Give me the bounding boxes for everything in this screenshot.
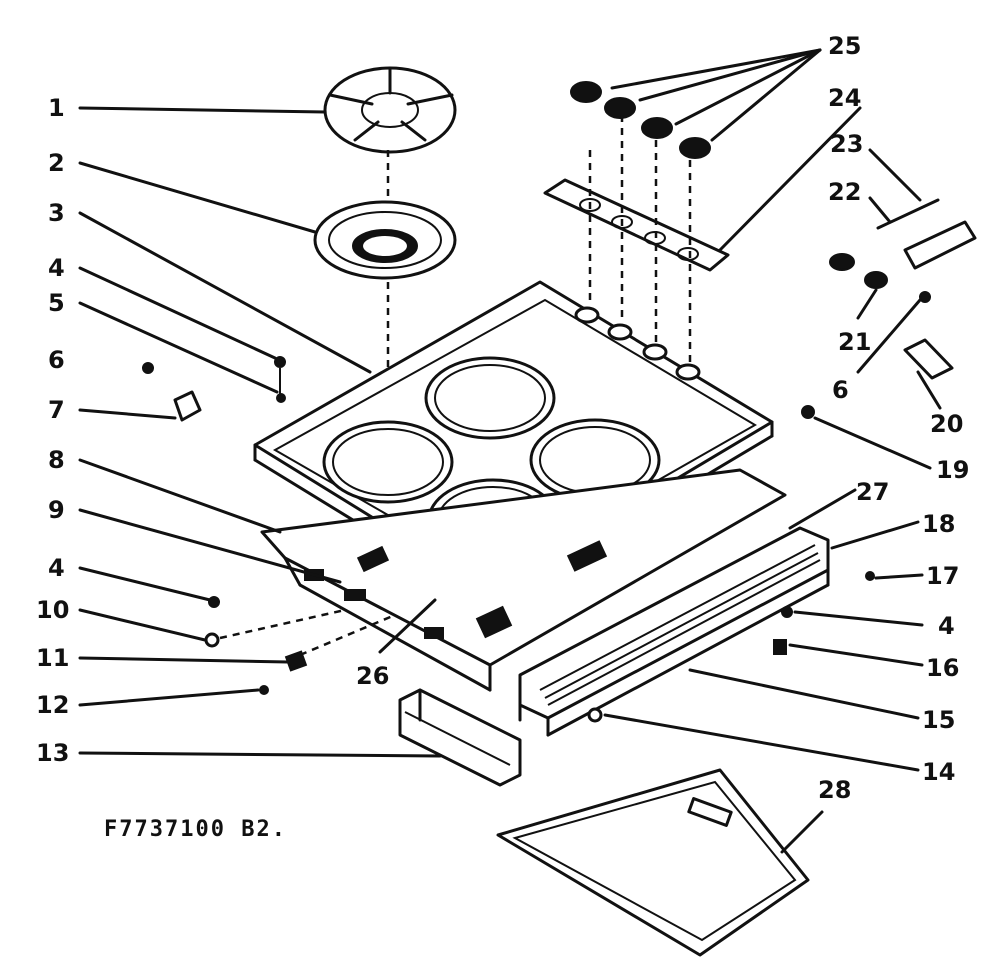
callout-20: 20 bbox=[930, 410, 963, 438]
leader-lines bbox=[78, 48, 942, 854]
callout-2: 2 bbox=[48, 149, 65, 177]
callout-25: 25 bbox=[828, 32, 861, 60]
callout-4c: 4 bbox=[938, 612, 955, 640]
callout-9: 9 bbox=[48, 496, 65, 524]
callout-28: 28 bbox=[818, 776, 851, 804]
part-front-trim bbox=[398, 688, 522, 787]
callout-8: 8 bbox=[48, 446, 65, 474]
callout-12: 12 bbox=[36, 691, 69, 719]
callout-16: 16 bbox=[926, 654, 959, 682]
part-burner-box bbox=[260, 468, 787, 692]
callout-1: 1 bbox=[48, 94, 65, 122]
callout-3: 3 bbox=[48, 199, 65, 227]
callout-15: 15 bbox=[922, 706, 955, 734]
part-knob-bezel bbox=[543, 178, 730, 272]
callout-10: 10 bbox=[36, 596, 69, 624]
callout-4b: 4 bbox=[48, 554, 65, 582]
callout-23: 23 bbox=[830, 130, 863, 158]
callout-26: 26 bbox=[356, 662, 389, 690]
callout-21: 21 bbox=[838, 328, 871, 356]
callout-11: 11 bbox=[36, 644, 69, 672]
callout-5: 5 bbox=[48, 289, 65, 317]
part-trim-frame bbox=[496, 768, 810, 957]
part-control-panel bbox=[518, 526, 830, 737]
callout-7: 7 bbox=[48, 396, 65, 424]
callout-27: 27 bbox=[856, 478, 889, 506]
callout-17: 17 bbox=[926, 562, 959, 590]
callout-22: 22 bbox=[828, 178, 861, 206]
part-knobs bbox=[570, 81, 711, 159]
part-burner-grate bbox=[323, 66, 457, 154]
callout-18: 18 bbox=[922, 510, 955, 538]
callout-13: 13 bbox=[36, 739, 69, 767]
callout-19: 19 bbox=[936, 456, 969, 484]
callout-14: 14 bbox=[922, 758, 955, 786]
diagram-code: F7737100 B2. bbox=[104, 817, 287, 842]
callout-6b: 6 bbox=[832, 376, 849, 404]
small-hardware bbox=[142, 356, 875, 723]
part-valve-assembly bbox=[829, 198, 977, 380]
callout-labels: 1 2 3 4 5 6 7 8 9 4 10 11 12 13 25 24 23… bbox=[36, 32, 969, 842]
callout-6: 6 bbox=[48, 346, 65, 374]
callout-24: 24 bbox=[828, 84, 861, 112]
callout-4: 4 bbox=[48, 254, 65, 282]
part-drip-bowl bbox=[313, 200, 457, 280]
